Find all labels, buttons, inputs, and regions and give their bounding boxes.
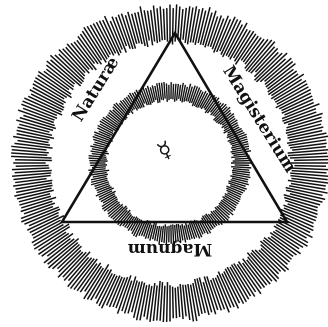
outer-ring-stroke xyxy=(11,156,51,158)
label-magnum: Magnum xyxy=(128,239,212,259)
outer-ring-stroke xyxy=(167,8,168,42)
inner-ring-stroke xyxy=(89,158,107,159)
inner-ring-stroke xyxy=(233,161,250,162)
outer-ring-stroke xyxy=(167,282,168,322)
inner-ring-stroke xyxy=(173,84,174,100)
outer-ring-stroke xyxy=(15,170,52,172)
outer-ring-stroke xyxy=(163,286,165,322)
inner-ring-stroke xyxy=(235,158,249,159)
inner-ring-stroke xyxy=(177,84,179,101)
inner-ring-stroke xyxy=(166,84,167,102)
outer-ring-stroke xyxy=(160,6,162,40)
outer-ring-stroke xyxy=(292,171,327,173)
outer-ring-stroke xyxy=(164,9,165,40)
outer-ring-stroke xyxy=(16,166,49,167)
outer-ring-stroke xyxy=(173,287,174,319)
outer-ring-stroke xyxy=(12,168,49,170)
outer-ring-stroke xyxy=(15,160,52,161)
outer-ring-stroke xyxy=(178,6,180,39)
inner-ring-stroke xyxy=(175,84,176,102)
inner-ring-stroke xyxy=(233,169,249,170)
outer-ring-stroke xyxy=(160,282,162,321)
outer-ring-stroke xyxy=(175,288,176,319)
outer-ring-stroke xyxy=(294,160,328,161)
outer-ring-stroke xyxy=(178,287,180,318)
inner-radiating-ring xyxy=(88,82,252,245)
inner-ring-stroke xyxy=(231,167,251,168)
inner-ring-stroke xyxy=(89,156,107,158)
inner-ring-stroke xyxy=(90,165,107,166)
outer-ring-stroke xyxy=(11,153,47,155)
inner-ring-stroke xyxy=(164,82,165,99)
inner-ring-stroke xyxy=(88,169,105,171)
mercury-symbol-icon: ☿ xyxy=(153,136,176,165)
